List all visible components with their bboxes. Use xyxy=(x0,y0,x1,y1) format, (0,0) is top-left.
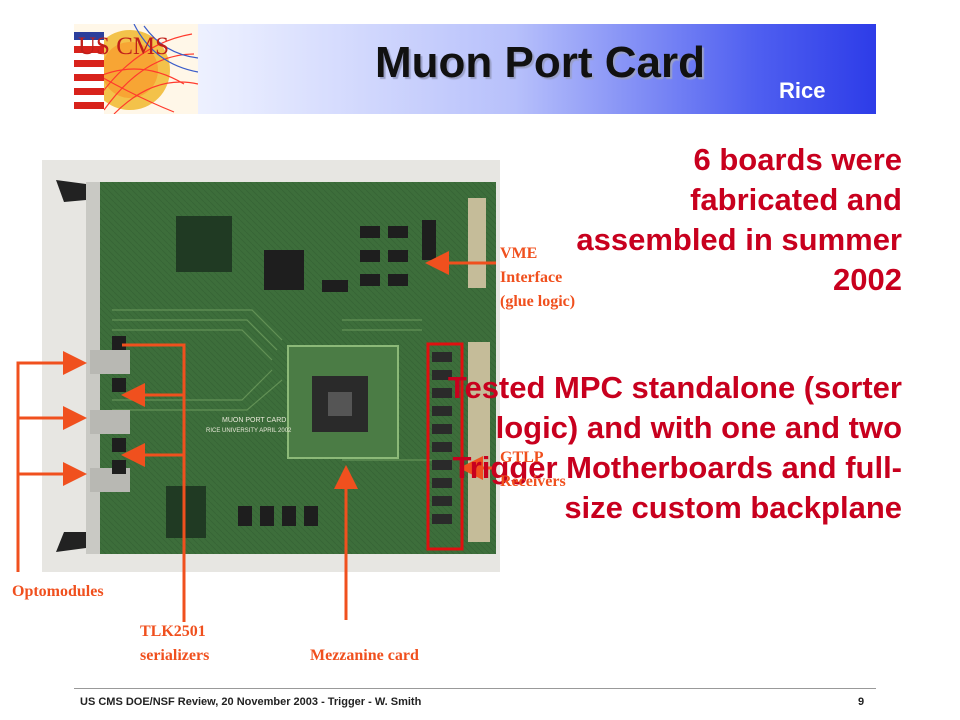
silkscreen-line1: MUON PORT CARD xyxy=(222,417,286,424)
footer-text: US CMS DOE/NSF Review, 20 November 2003 … xyxy=(80,696,422,708)
page-number: 9 xyxy=(858,696,865,708)
footer-divider xyxy=(74,688,876,689)
uscms-logo: US CMS xyxy=(74,24,198,114)
mezzanine-label: Mezzanine card xyxy=(310,647,419,664)
vme-label: VME Interface (glue logic) xyxy=(500,245,576,310)
logo-text: US CMS xyxy=(78,33,169,60)
optomodules-label: Optomodules xyxy=(12,583,104,600)
institution-label: Rice xyxy=(779,78,826,103)
gtlp-box xyxy=(426,342,464,551)
tested-mpc-text: Tested MPC standalone (sorter logic) and… xyxy=(447,370,902,525)
header-band xyxy=(74,24,876,114)
silkscreen-line2: RICE UNIVERSITY APRIL 2002 xyxy=(206,428,292,434)
opto-bracket xyxy=(16,361,84,572)
slide-title: Muon Port Card xyxy=(375,38,705,87)
boards-fabricated-text: 6 boards were fabricated and assembled i… xyxy=(576,142,902,297)
gtlp-label: GTLP Receivers xyxy=(500,449,566,490)
tlk-bracket xyxy=(122,343,186,622)
tlk-label: TLK2501 serializers xyxy=(140,623,210,664)
